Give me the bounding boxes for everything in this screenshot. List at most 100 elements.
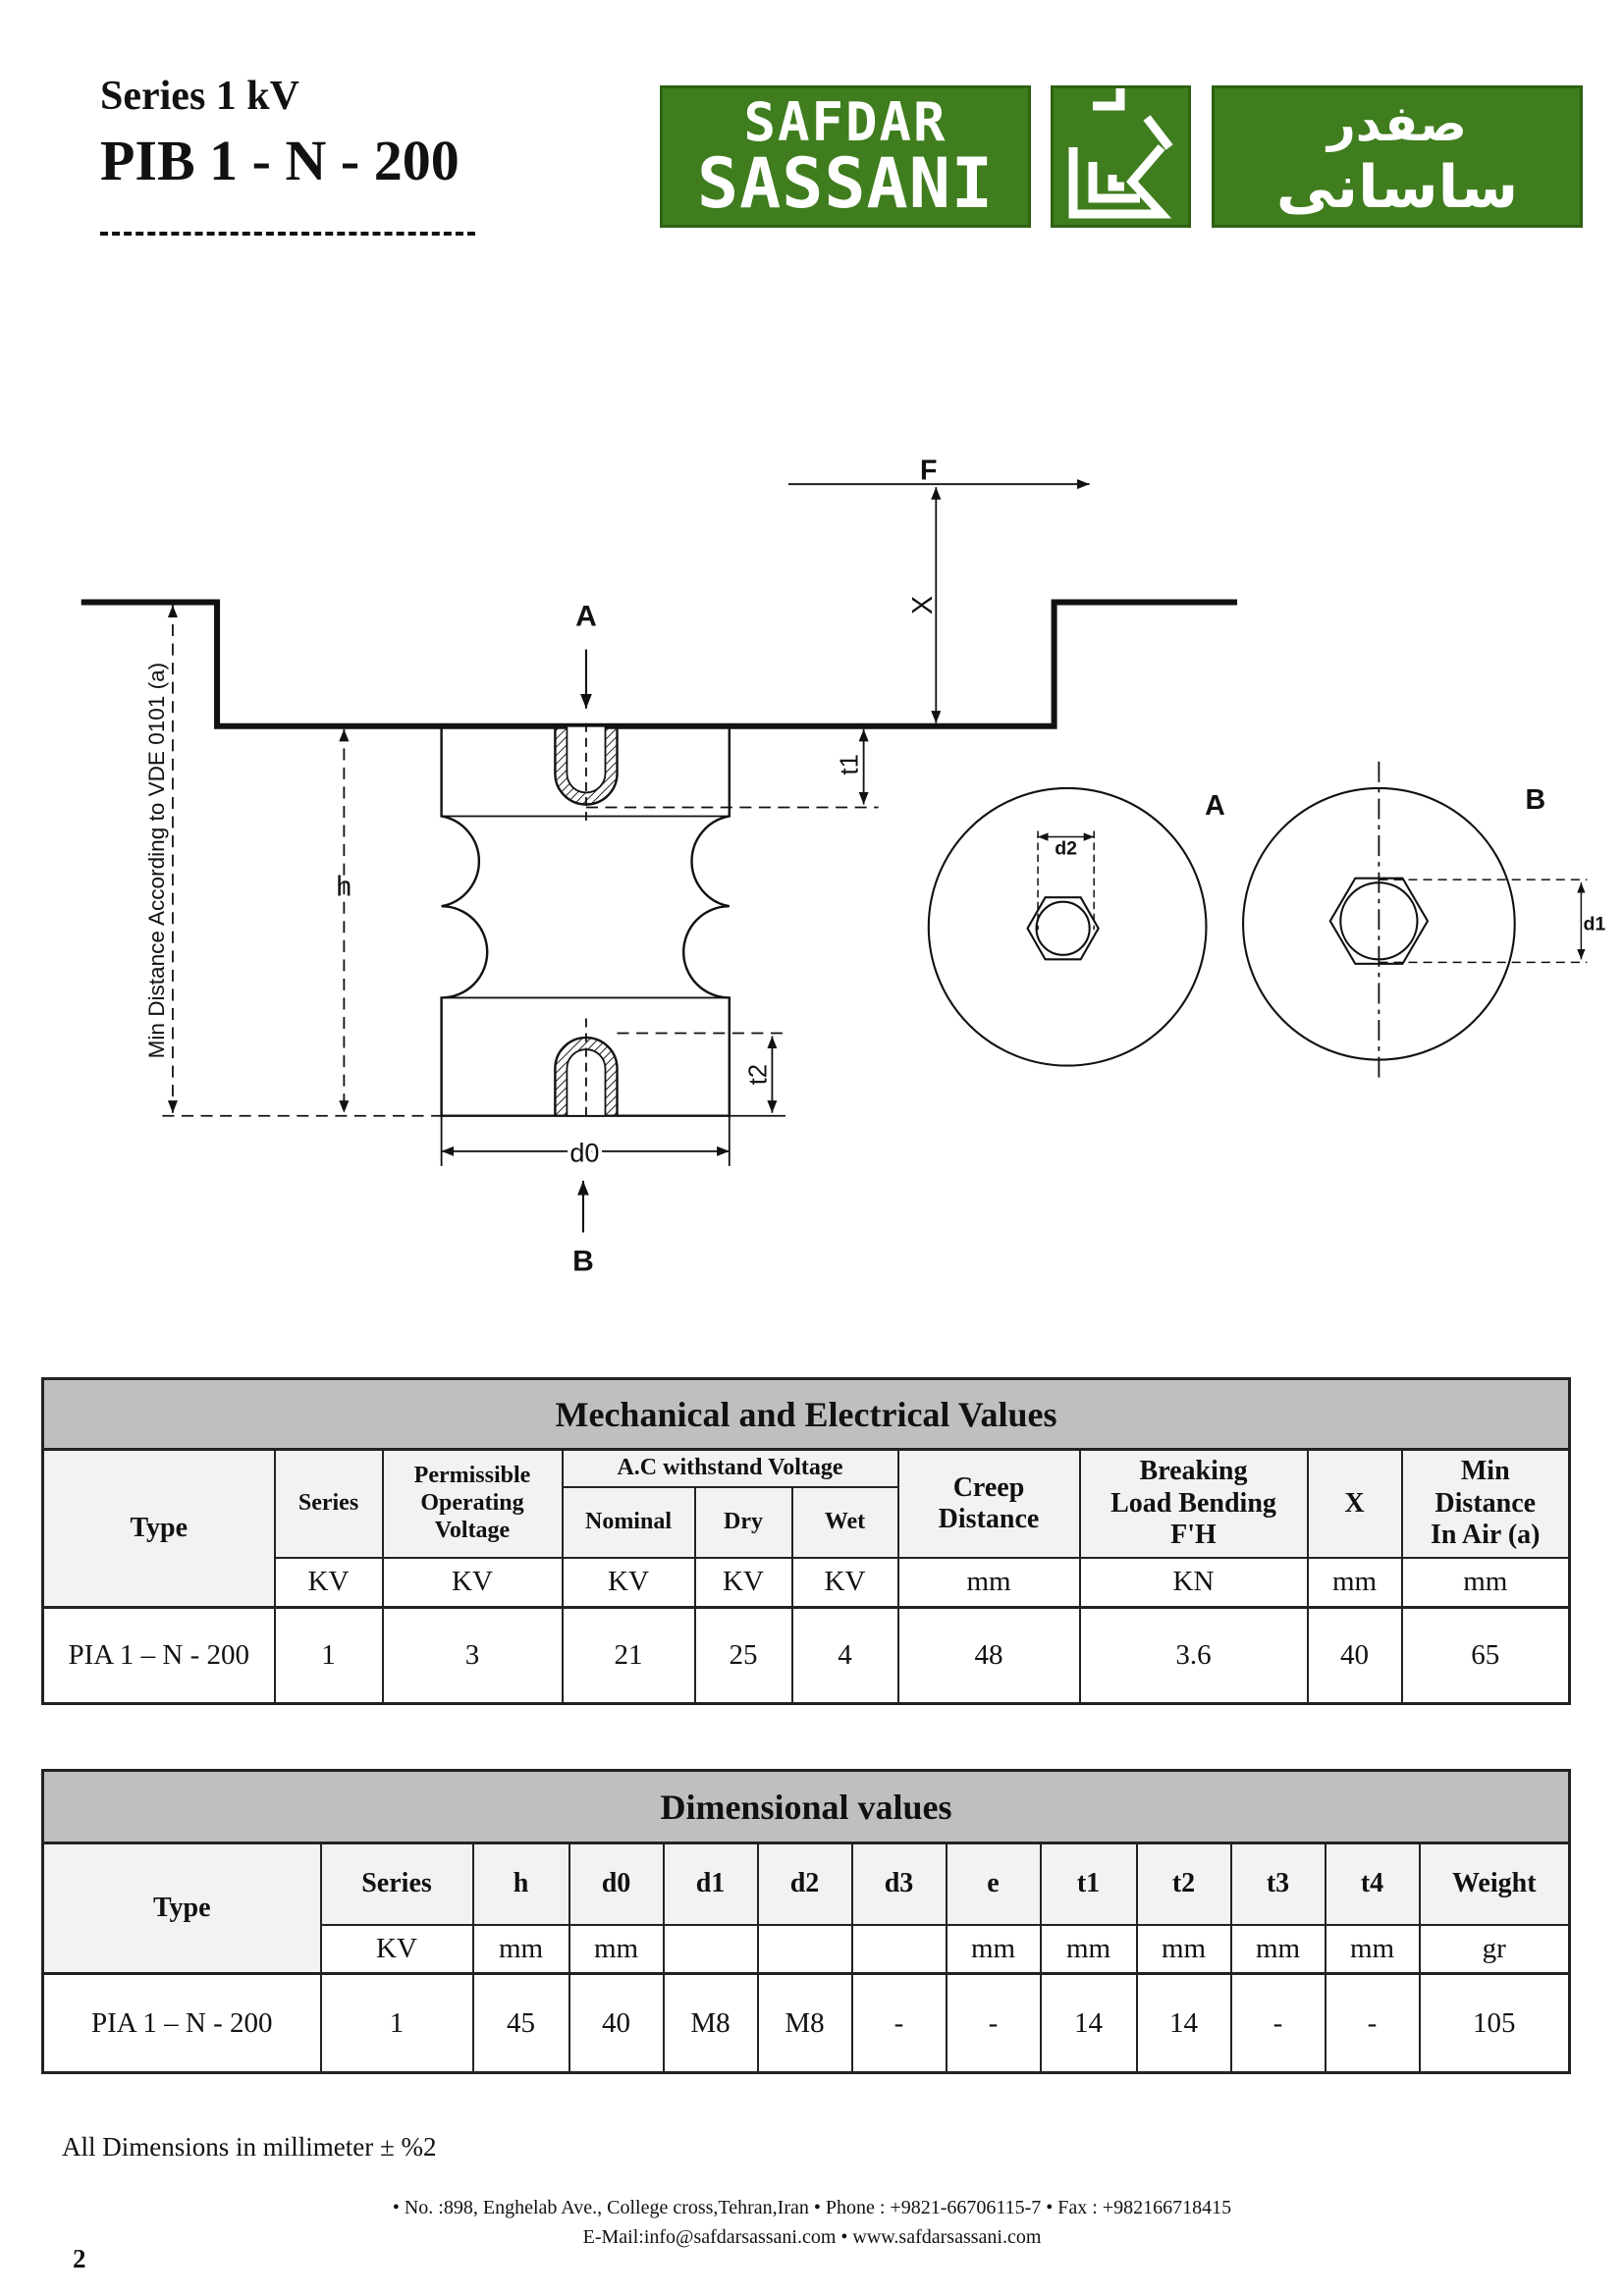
header-t4: t4 [1324, 1842, 1421, 1926]
unit-cell: KV [693, 1556, 793, 1609]
h-label: h [336, 872, 352, 903]
unit-cell: mm [1324, 1923, 1421, 1975]
cell: 1 [273, 1606, 384, 1705]
unit-cell: gr [1418, 1923, 1571, 1975]
cell: 40 [568, 1972, 665, 2074]
d1-label: d1 [1584, 913, 1606, 934]
series-label: Series 1 kV [100, 74, 299, 119]
cell: 14 [1039, 1972, 1138, 2074]
cell: 3 [381, 1606, 564, 1705]
unit-cell [756, 1923, 853, 1975]
unit-cell [850, 1923, 947, 1975]
header-nominal: Nominal [561, 1485, 696, 1559]
cell: 21 [561, 1606, 696, 1705]
f-label: F [920, 455, 937, 487]
t1-label: t1 [837, 754, 864, 774]
header-h: h [471, 1842, 570, 1926]
logo-arabic-line1: صفدر [1327, 95, 1467, 152]
table-row: PIA 1 – N - 200 1 3 21 25 4 48 3.6 40 65 [41, 1606, 1571, 1705]
header-series: Series [273, 1448, 384, 1559]
cell: 48 [896, 1606, 1081, 1705]
header-x: X [1306, 1448, 1403, 1559]
mechanical-electrical-table: Mechanical and Electrical Values Type Se… [41, 1377, 1571, 1705]
model-title: PIB 1 - N - 200 [100, 129, 460, 192]
cell: - [945, 1972, 1042, 2074]
header-d2: d2 [756, 1842, 853, 1926]
header-dry: Dry [693, 1485, 793, 1559]
d2-label: d2 [1055, 838, 1077, 860]
logo-english: SAFDAR SASSANI [660, 85, 1031, 228]
title-underline [100, 232, 475, 236]
cell: 4 [790, 1606, 899, 1705]
unit-cell: KV [561, 1556, 696, 1609]
header-t3: t3 [1229, 1842, 1326, 1926]
arrow-a-label: A [575, 601, 597, 633]
logo-mark-icon [1051, 85, 1191, 228]
cell: - [850, 1972, 947, 2074]
logo-text-safdar: SAFDAR [743, 91, 947, 153]
cell-type: PIA 1 – N - 200 [41, 1606, 276, 1705]
arrow-b-label: B [572, 1246, 594, 1278]
header-e: e [945, 1842, 1042, 1926]
header-t1: t1 [1039, 1842, 1138, 1926]
cell: - [1324, 1972, 1421, 2074]
cell: M8 [662, 1972, 759, 2074]
footer-address: • No. :898, Enghelab Ave., College cross… [392, 2197, 1232, 2218]
x-label: X [907, 596, 939, 614]
view-b-label: B [1525, 784, 1545, 816]
cell: 14 [1135, 1972, 1232, 2074]
page-number: 2 [73, 2244, 86, 2273]
cell: 40 [1306, 1606, 1403, 1705]
unit-cell: mm [471, 1923, 570, 1975]
unit-cell: mm [1400, 1556, 1571, 1609]
unit-cell: KV [319, 1923, 474, 1975]
table-title: Dimensional values [41, 1769, 1571, 1844]
cell: 25 [693, 1606, 793, 1705]
t2-label: t2 [744, 1064, 772, 1085]
footer-contact: E-Mail:info@safdarsassani.com • www.safd… [582, 2226, 1042, 2248]
unit-cell: mm [1306, 1556, 1403, 1609]
unit-cell: KV [790, 1556, 899, 1609]
min-distance-label: Min Distance According to VDE 0101 (a) [144, 663, 169, 1059]
cell: 105 [1418, 1972, 1571, 2074]
units-row: KV KV KV KV KV mm KN mm mm [43, 1556, 1571, 1609]
header-d3: d3 [850, 1842, 947, 1926]
header-wet: Wet [790, 1485, 899, 1559]
unit-cell: mm [1229, 1923, 1326, 1975]
view-a-circle [927, 786, 1208, 1067]
table-title: Mechanical and Electrical Values [41, 1377, 1571, 1451]
unit-cell: mm [1135, 1923, 1232, 1975]
dimensions-note: All Dimensions in millimeter ± %2 [62, 2132, 437, 2162]
header-weight: Weight [1418, 1842, 1571, 1926]
cell: - [1229, 1972, 1326, 2074]
cell: 1 [319, 1972, 474, 2074]
logo-arabic: صفدر ساسانی [1212, 85, 1583, 228]
view-b-hex [1328, 877, 1430, 965]
header-d0: d0 [568, 1842, 665, 1926]
header-ac-withstand: A.C withstand Voltage [561, 1448, 899, 1488]
header-type: Type [41, 1842, 322, 1975]
cell-type: PIA 1 – N - 200 [41, 1972, 322, 2074]
unit-cell: mm [896, 1556, 1081, 1609]
view-a-label: A [1205, 790, 1225, 822]
cell: 65 [1400, 1606, 1571, 1705]
unit-cell: mm [568, 1923, 665, 1975]
cell: 45 [471, 1972, 570, 2074]
unit-cell: KV [381, 1556, 564, 1609]
d0-label: d0 [569, 1138, 599, 1167]
mounting-plate [81, 599, 1238, 729]
header-series: Series [319, 1842, 474, 1926]
unit-cell: KN [1078, 1556, 1309, 1609]
view-a-hex [1026, 896, 1100, 961]
unit-cell: KV [273, 1556, 384, 1609]
cell: M8 [756, 1972, 853, 2074]
unit-cell [662, 1923, 759, 1975]
header-t2: t2 [1135, 1842, 1232, 1926]
